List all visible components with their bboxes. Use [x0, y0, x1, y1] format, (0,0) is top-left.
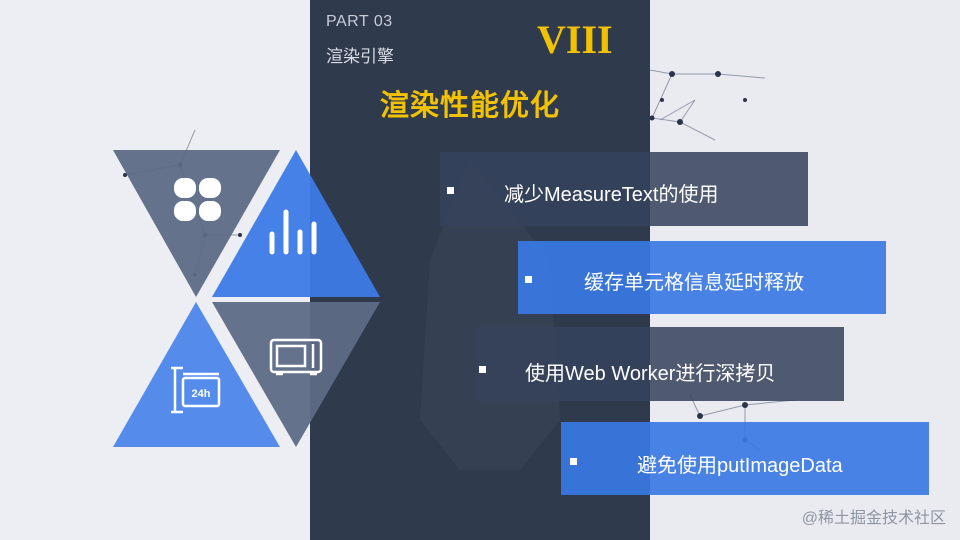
roman-numeral: VIII: [537, 17, 613, 62]
bullet-item-4: 避免使用putImageData: [561, 422, 929, 495]
bullet-item-3: 使用Web Worker进行深拷贝: [476, 327, 844, 401]
watermark: @稀土掘金技术社区: [801, 510, 946, 527]
part-label: PART 03: [326, 13, 393, 30]
24h-sign-text: 24h: [192, 388, 211, 400]
bullet-item-2: 缓存单元格信息延时释放: [518, 241, 886, 314]
bullet-text: 缓存单元格信息延时释放: [584, 272, 804, 294]
bullet-text: 避免使用putImageData: [637, 455, 843, 477]
bullet-item-1: 减少MeasureText的使用: [440, 152, 808, 226]
microwave-icon: [269, 338, 323, 376]
slide-title: 渲染性能优化: [380, 90, 561, 122]
bullet-marker: [570, 458, 577, 465]
triangle-top-right: [212, 150, 380, 297]
triangle-top-left: [113, 150, 280, 297]
bullet-marker: [447, 187, 454, 194]
bullet-marker: [525, 276, 532, 283]
part-subtitle: 渲染引擎: [326, 47, 394, 66]
bar-chart-icon: [269, 209, 317, 255]
bullet-text: 使用Web Worker进行深拷贝: [525, 363, 776, 385]
bullet-marker: [479, 366, 486, 373]
24h-sign-icon: [171, 366, 221, 414]
triangle-bottom-right: [212, 302, 380, 447]
clover-icon: [174, 178, 221, 221]
bullet-text: 减少MeasureText的使用: [504, 184, 719, 206]
